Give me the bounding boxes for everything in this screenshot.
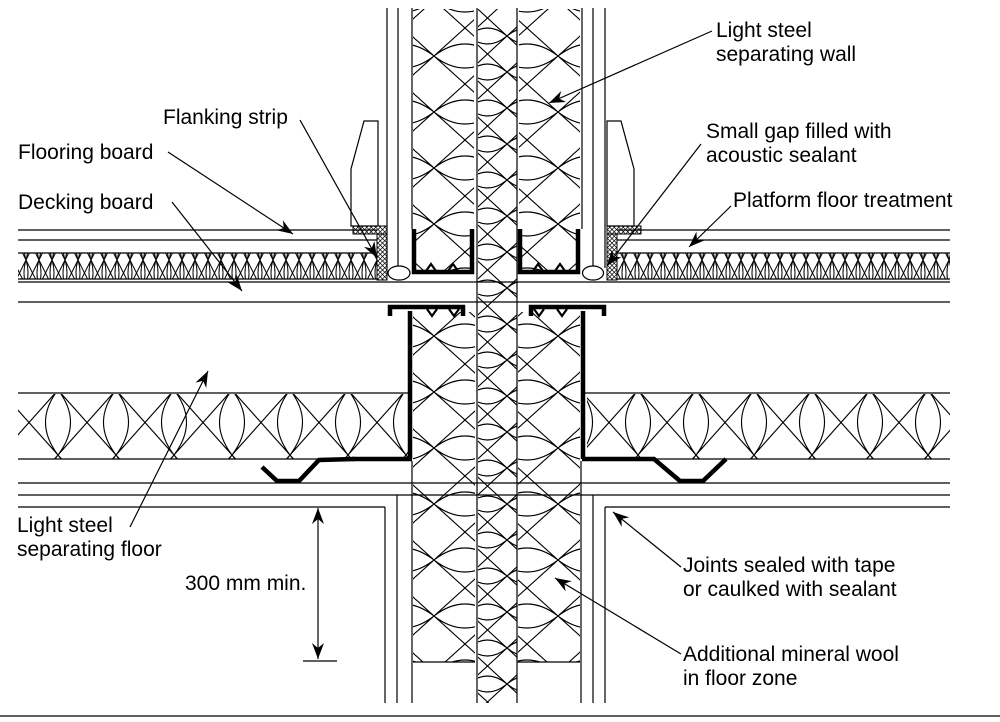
label-flanking-strip: Flanking strip	[163, 106, 288, 129]
arrow-flanking-strip	[364, 241, 377, 258]
board-lines	[0, 8, 1000, 717]
lower-track-right	[528, 304, 607, 316]
flanking-strip-left	[352, 225, 388, 235]
steel-sections	[260, 229, 728, 484]
label-platform-floor: Platform floor treatment	[733, 189, 953, 212]
dimension-arrow-down	[312, 643, 324, 659]
label-decking-board: Decking board	[18, 191, 154, 214]
lower-wall-left-bay-wool	[413, 312, 475, 662]
upper-track-right	[517, 229, 581, 275]
floor-edge-channel-left	[352, 311, 413, 462]
track-lips	[425, 262, 568, 318]
label-additional-wool: Additional mineral wool in floor zone	[683, 643, 899, 690]
skirting-left	[350, 120, 379, 227]
sealant-bead-right	[581, 265, 605, 281]
label-joints-sealed: Joints sealed with tape or caulked with …	[683, 554, 897, 601]
label-separating-floor: Light steel separating floor	[17, 514, 162, 561]
label-small-gap: Small gap filled with acoustic sealant	[706, 120, 892, 167]
arrow-joints-sealed	[613, 512, 630, 527]
dimension-arrow-up	[312, 508, 324, 524]
upper-track-left	[411, 229, 475, 275]
resilient-bar-right	[582, 456, 728, 484]
arrowheads	[195, 91, 705, 592]
arrow-separating-floor	[195, 371, 208, 388]
lower-track-left	[387, 304, 466, 316]
skirting-right	[606, 120, 635, 227]
mineral-wool-fills	[18, 9, 950, 703]
arrow-platform-floor	[689, 231, 705, 247]
leader-lines	[129, 30, 732, 655]
lower-wall-right-bay-wool	[518, 312, 580, 662]
arrow-small-gap	[607, 249, 622, 266]
upper-wall-left-bay-wool	[413, 9, 474, 270]
arrow-separating-wall	[549, 91, 567, 103]
floor-zone-wool-left	[18, 394, 408, 459]
resilient-layer-left	[18, 253, 377, 279]
arrow-flooring-board	[276, 220, 293, 234]
dimension-300mm	[303, 508, 337, 662]
junction-details	[350, 120, 642, 281]
arrow-decking-board	[227, 274, 242, 291]
upper-wall-right-bay-wool	[519, 9, 580, 270]
flanking-strip-right	[606, 225, 642, 235]
central-cavity-wool	[478, 9, 517, 703]
resilient-layer-right	[617, 253, 950, 279]
label-dimension-300mm: 300 mm min.	[185, 572, 307, 595]
arrow-additional-wool	[555, 578, 572, 592]
label-separating-wall: Light steel separating wall	[716, 19, 857, 66]
sealant-gap-left	[376, 233, 388, 281]
sealant-bead-left	[387, 265, 411, 281]
floor-zone-wool-right	[587, 394, 950, 459]
resilient-bar-left	[260, 456, 356, 484]
label-flooring-board: Flooring board	[18, 141, 154, 164]
